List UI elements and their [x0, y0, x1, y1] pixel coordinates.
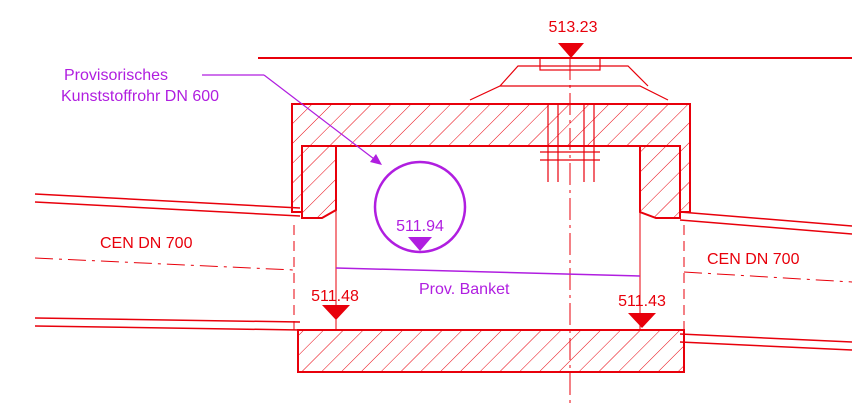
- provisional-pipe-label-line2: Kunststoffrohr DN 600: [61, 88, 219, 105]
- elevation-label-top: 513.23: [549, 19, 598, 36]
- right-pipe-label: CEN DN 700: [707, 251, 800, 268]
- elevation-marker-top: [558, 43, 584, 58]
- elevation-marker-left-invert: [322, 305, 350, 320]
- provisional-pipe-label-line1: Provisorisches: [64, 67, 168, 84]
- elevation-marker-right-invert: [628, 313, 656, 328]
- provisional-pipe-circle: [373, 160, 467, 254]
- top-slab: [291, 103, 691, 213]
- provisional-pipe-leader: [202, 74, 379, 163]
- base-slab: [297, 329, 685, 373]
- left-pipe-label: CEN DN 700: [100, 235, 193, 252]
- elevation-label-right-invert: 511.43: [618, 293, 666, 310]
- elevation-label-pipe-invert: 511.94: [396, 218, 444, 235]
- right-pipe: [679, 211, 852, 351]
- elevation-label-left-invert: 511.48: [311, 288, 359, 305]
- shaft-inner-lines: [293, 146, 685, 340]
- bench-label: Prov. Banket: [419, 281, 510, 298]
- manhole-walls: [301, 145, 681, 219]
- leader-arrowhead: [370, 154, 382, 165]
- left-pipe: [34, 193, 301, 331]
- provisional-bench-line: [335, 267, 641, 277]
- elevation-marker-pipe-invert: [408, 237, 432, 251]
